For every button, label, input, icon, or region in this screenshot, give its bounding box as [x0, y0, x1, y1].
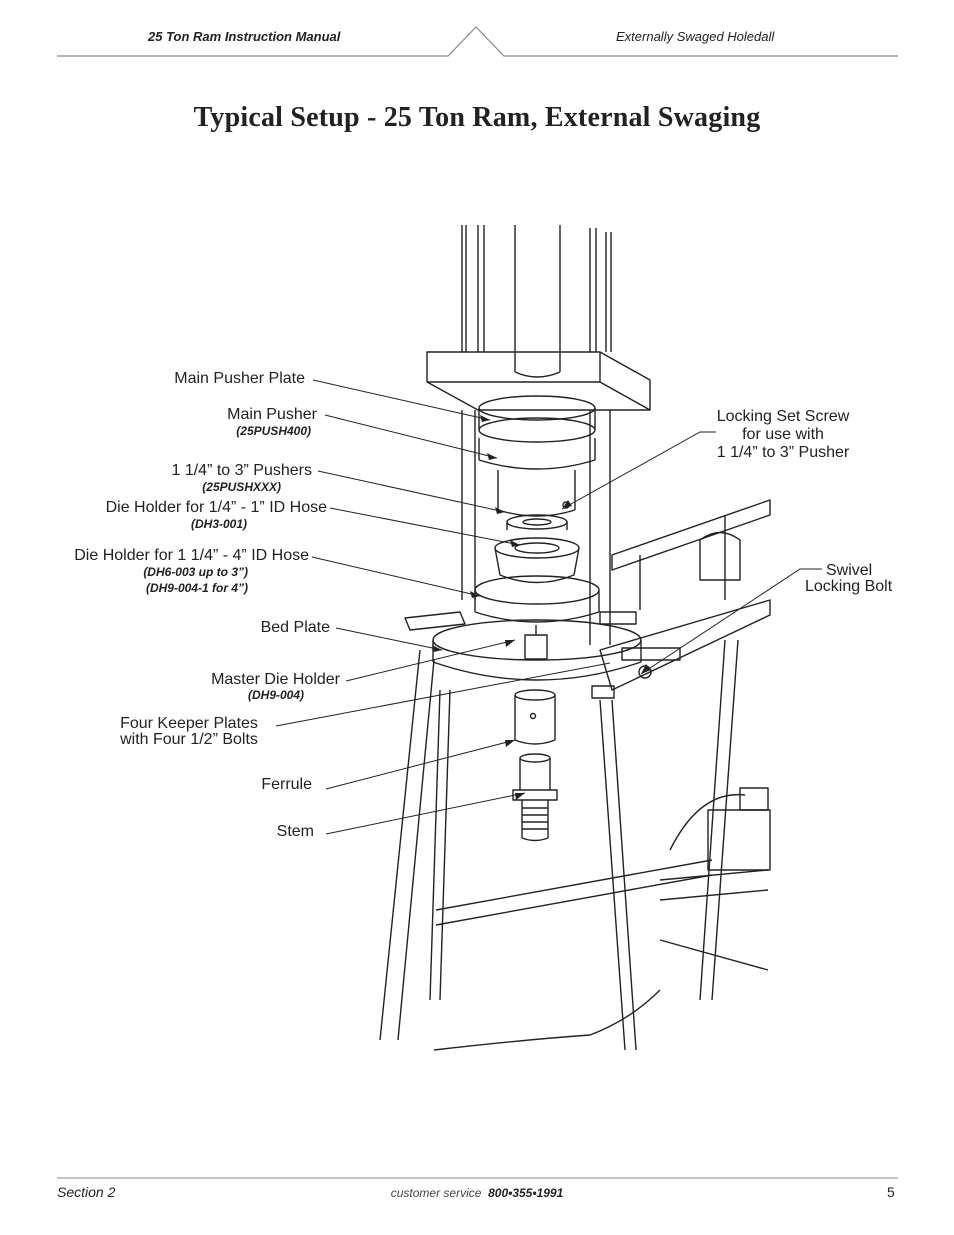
footer-section: Section 2: [57, 1184, 116, 1200]
label-main-pusher: Main Pusher: [227, 406, 317, 423]
footer-page-number: 5: [887, 1184, 895, 1200]
header-manual-title: 25 Ton Ram Instruction Manual: [148, 29, 341, 44]
label-die-holder-large-part-1: (DH6-003 up to 3”): [143, 565, 248, 579]
footer-phone: 800•355•1991: [488, 1186, 564, 1200]
label-die-holder-small: Die Holder for 1/4” - 1” ID Hose: [105, 499, 327, 516]
label-die-holder-large: Die Holder for 1 1/4” - 4” ID Hose: [74, 547, 309, 564]
header-rule: [57, 26, 898, 57]
press-drawing: [379, 225, 771, 1051]
label-main-pusher-plate: Main Pusher Plate: [174, 370, 305, 387]
label-master-die-holder: Master Die Holder: [211, 671, 340, 688]
label-pushers-part: (25PUSHXXX): [202, 480, 281, 494]
label-locking-set-screw-line-2: for use with: [742, 426, 824, 443]
header-section-title: Externally Swaged Holedall: [616, 29, 775, 44]
label-master-die-holder-part: (DH9-004): [247, 688, 304, 702]
label-swivel-line-1: Swivel: [826, 562, 873, 579]
leader-lines: [275, 379, 822, 835]
label-locking-set-screw-line-3: 1 1/4” to 3” Pusher: [716, 444, 850, 461]
label-pushers: 1 1/4” to 3” Pushers: [171, 462, 312, 479]
label-locking-set-screw-line-1: Locking Set Screw: [716, 408, 850, 425]
footer-customer-service: customer service 800•355•1991: [0, 1186, 954, 1200]
label-keeper-plates-line-1: Four Keeper Plates: [120, 715, 258, 732]
label-keeper-plates-line-2: with Four 1/2” Bolts: [120, 731, 258, 748]
label-swivel-line-2: Locking Bolt: [805, 578, 893, 595]
label-die-holder-large-part-2: (DH9-004-1 for 4”): [145, 581, 248, 595]
label-bed-plate: Bed Plate: [260, 619, 330, 636]
label-die-holder-small-part: (DH3-001): [190, 517, 247, 531]
leader-arrowheads: [432, 415, 651, 800]
page-title: Typical Setup - 25 Ton Ram, External Swa…: [193, 102, 761, 133]
label-ferrule: Ferrule: [261, 776, 312, 793]
footer-service-label: customer service: [390, 1186, 482, 1200]
label-stem: Stem: [276, 823, 314, 840]
label-main-pusher-part: (25PUSH400): [236, 424, 311, 438]
